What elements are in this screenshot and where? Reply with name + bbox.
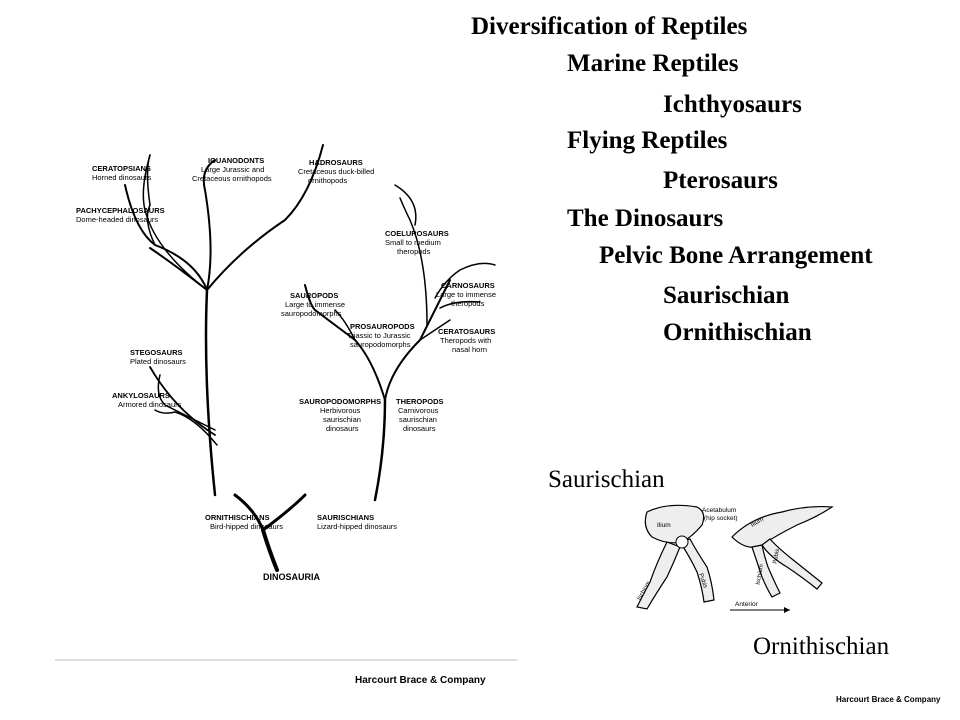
saurischian-ilium bbox=[644, 504, 705, 544]
pelvis-label-pubis-right: Pubis bbox=[773, 548, 782, 564]
saurischian-pubis bbox=[679, 538, 715, 603]
dinosaur-phylogeny-tree: DINOSAURIA ORNITHISCHIANS Bird-hipped di… bbox=[55, 144, 517, 686]
tree-label-ceratopsians: CERATOPSIANS bbox=[92, 164, 151, 173]
ornithischian-pelvis bbox=[731, 505, 834, 598]
outline-item-pelvic-bone-arrangement: Pelvic Bone Arrangement bbox=[599, 242, 873, 269]
tree-desc-coelurosaurs-2: theropods bbox=[397, 247, 431, 256]
tree-desc-saurischians: Lizard-hipped dinosaurs bbox=[317, 522, 397, 531]
tree-desc-ornithischians: Bird-hipped dinosaurs bbox=[210, 522, 283, 531]
ornithischian-pubis bbox=[761, 538, 823, 590]
tree-desc-pachycephalosaurs: Dome-headed dinosaurs bbox=[76, 215, 158, 224]
tree-desc-sauropodomorphs-3: dinosaurs bbox=[326, 424, 359, 433]
caption-ornithischian: Ornithischian bbox=[753, 633, 890, 660]
pelvis-illustration: Acetabulum (hip socket) Ilium Ischium Pu… bbox=[636, 504, 834, 613]
tree-desc-sauropodomorphs-1: Herbivorous bbox=[320, 406, 361, 415]
outline-item-flying-reptiles: Flying Reptiles bbox=[567, 127, 728, 154]
pelvis-credit: Harcourt Brace & Company bbox=[836, 695, 941, 704]
tree-label-theropods: THEROPODS bbox=[396, 397, 444, 406]
tree-desc-sauropods-2: sauropodomorphs bbox=[281, 309, 342, 318]
tree-label-prosauropods: PROSAUROPODS bbox=[350, 322, 415, 331]
pelvis-label-anterior: Anterior bbox=[735, 601, 759, 608]
tree-label-ornithischians: ORNITHISCHIANS bbox=[205, 513, 270, 522]
tree-desc-hadrosaurs-2: ornithopods bbox=[308, 176, 347, 185]
tree-desc-carnosaurs-1: Large to immense bbox=[436, 290, 496, 299]
pelvis-label-ischium-right: Ischium bbox=[756, 564, 765, 585]
outline-item-the-dinosaurs: The Dinosaurs bbox=[567, 205, 724, 232]
tree-desc-coelurosaurs-1: Small to medium bbox=[385, 238, 441, 247]
outline-title: Diversification of Reptiles bbox=[471, 13, 748, 40]
pelvis-label-ilium-left: Ilium bbox=[657, 522, 671, 529]
pelvis-label-hip-socket: (hip socket) bbox=[704, 515, 738, 522]
tree-branches bbox=[124, 144, 496, 572]
tree-desc-carnosaurs-2: theropods bbox=[451, 299, 485, 308]
outline: Diversification of Reptiles Marine Repti… bbox=[471, 13, 873, 346]
tree-desc-ankylosaurs: Armored dinosaurs bbox=[118, 400, 182, 409]
pelvis-label-acetabulum: Acetabulum bbox=[702, 507, 736, 514]
tree-desc-ceratopsians: Horned dinosaurs bbox=[92, 173, 151, 182]
tree-label-coelurosaurs: COELUROSAURS bbox=[385, 229, 449, 238]
outline-item-ornithischian: Ornithischian bbox=[663, 319, 812, 346]
tree-label-sauropodomorphs: SAUROPODOMORPHS bbox=[299, 397, 381, 406]
tree-desc-iguanodonts-1: Large Jurassic and bbox=[201, 165, 264, 174]
tree-desc-hadrosaurs-1: Cretaceous duck-billed bbox=[298, 167, 374, 176]
outline-item-marine-reptiles: Marine Reptiles bbox=[567, 50, 739, 77]
tree-label-ceratosaurs: CERATOSAURS bbox=[438, 327, 495, 336]
tree-label-sauropods: SAUROPODS bbox=[290, 291, 338, 300]
tree-desc-sauropods-1: Large to immense bbox=[285, 300, 345, 309]
tree-desc-theropods-3: dinosaurs bbox=[403, 424, 436, 433]
tree-desc-theropods-1: Carnivorous bbox=[398, 406, 439, 415]
outline-item-pterosaurs: Pterosaurs bbox=[663, 167, 778, 194]
tree-label-carnosaurs: CARNOSAURS bbox=[441, 281, 495, 290]
caption-saurischian: Saurischian bbox=[548, 466, 665, 493]
ornithischian-ilium bbox=[731, 505, 834, 548]
anterior-arrowhead bbox=[784, 607, 790, 613]
saurischian-ischium bbox=[636, 541, 681, 610]
tree-root-label: DINOSAURIA bbox=[263, 572, 321, 582]
tree-label-saurischians: SAURISCHIANS bbox=[317, 513, 374, 522]
tree-desc-stegosaurs: Plated dinosaurs bbox=[130, 357, 186, 366]
tree-desc-ceratosaurs-2: nasal horn bbox=[452, 345, 487, 354]
tree-desc-theropods-2: saurischian bbox=[399, 415, 437, 424]
tree-label-pachycephalosaurs: PACHYCEPHALOSAURS bbox=[76, 206, 165, 215]
saurischian-pelvis bbox=[636, 504, 715, 610]
tree-label-iguanodonts: IGUANODONTS bbox=[208, 156, 264, 165]
tree-label-stegosaurs: STEGOSAURS bbox=[130, 348, 183, 357]
pelvis-label-pubis-left: Pubis bbox=[697, 573, 708, 589]
acetabulum-socket bbox=[675, 535, 689, 549]
ornithischian-ischium bbox=[751, 544, 781, 598]
tree-desc-ceratosaurs-1: Theropods with bbox=[440, 336, 491, 345]
tree-label-hadrosaurs: HADROSAURS bbox=[309, 158, 363, 167]
tree-desc-sauropodomorphs-2: saurischian bbox=[323, 415, 361, 424]
tree-desc-prosauropods-1: Triassic to Jurassic bbox=[347, 331, 411, 340]
tree-desc-prosauropods-2: sauropodomorphs bbox=[350, 340, 411, 349]
tree-desc-iguanodonts-2: Cretaceous ornithopods bbox=[192, 174, 272, 183]
outline-item-saurischian: Saurischian bbox=[663, 282, 790, 309]
tree-credit: Harcourt Brace & Company bbox=[355, 675, 486, 686]
outline-item-ichthyosaurs: Ichthyosaurs bbox=[663, 91, 802, 118]
tree-label-ankylosaurs: ANKYLOSAURS bbox=[112, 391, 170, 400]
